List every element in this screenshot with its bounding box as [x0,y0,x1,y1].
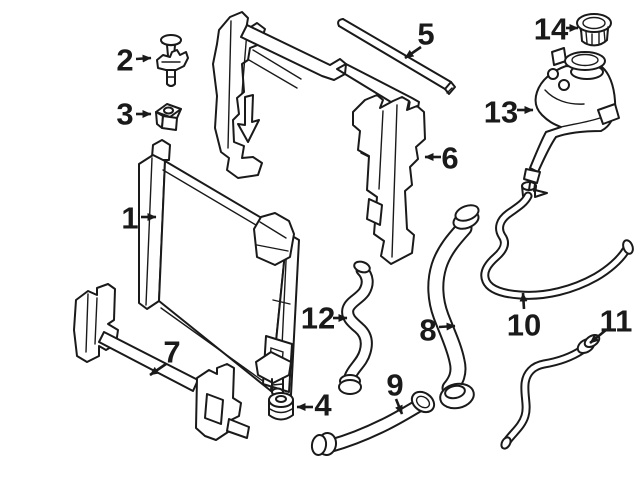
radiator-mount-foot [255,351,292,384]
callout-13[interactable]: 13 [484,95,534,130]
drain-plug-drawing[interactable] [156,34,189,87]
callout-number: 10 [507,308,541,343]
callout-2[interactable]: 2 [116,43,152,78]
callout-number: 4 [314,388,332,423]
upper-hose-drawing[interactable] [338,260,374,395]
expansion-tank-drawing[interactable] [523,47,620,192]
callout-9[interactable]: 9 [386,368,404,415]
callout-7[interactable]: 7 [149,335,181,377]
callout-number: 12 [301,301,335,336]
radiator-filler-neck [253,212,295,266]
callout-3[interactable]: 3 [116,97,152,132]
airflow-arrow-glyph [237,94,260,143]
callout-number: 5 [417,17,434,52]
callout-number: 11 [600,304,633,339]
air-baffle-drawing[interactable] [352,94,426,265]
callout-number: 3 [116,97,133,132]
callout-number: 1 [121,201,138,236]
clip-nut-drawing[interactable] [155,103,182,131]
callout-10[interactable]: 10 [507,292,541,343]
callout-number: 8 [419,313,436,348]
callout-8[interactable]: 8 [419,313,456,348]
callout-number: 9 [386,368,403,403]
callout-arrow [135,54,152,63]
bushing-drawing[interactable] [268,392,294,421]
callout-11[interactable]: 11 [589,304,633,345]
callout-number: 7 [163,335,180,370]
lower-support-drawing[interactable] [73,283,250,441]
vent-hose-drawing[interactable] [500,332,602,450]
callout-arrow [519,292,528,310]
callout-5[interactable]: 5 [404,17,435,60]
callout-arrow [394,398,404,415]
callout-14[interactable]: 14 [534,12,579,47]
callout-12[interactable]: 12 [301,301,348,336]
lower-hose-drawing[interactable] [310,388,438,456]
callout-number: 13 [484,95,518,130]
callout-4[interactable]: 4 [296,388,332,423]
callout-6[interactable]: 6 [424,141,459,176]
callout-number: 6 [441,141,458,176]
callout-number: 2 [116,43,133,78]
radiator-hose-drawing[interactable] [427,202,481,411]
callout-arrow [404,45,422,60]
callout-arrow [589,328,607,345]
radiator-drawing[interactable] [138,139,300,397]
seal-strip-drawing[interactable] [337,18,456,95]
upper-support-shroud-drawing[interactable] [212,11,420,179]
callout-1[interactable]: 1 [121,201,157,236]
callout-arrow [149,362,167,377]
callout-arrow [438,322,456,331]
callout-number: 14 [534,12,569,47]
reservoir-cap-drawing[interactable] [576,13,612,47]
overflow-hose-drawing[interactable] [480,181,635,300]
bleed-fitting [521,181,548,198]
